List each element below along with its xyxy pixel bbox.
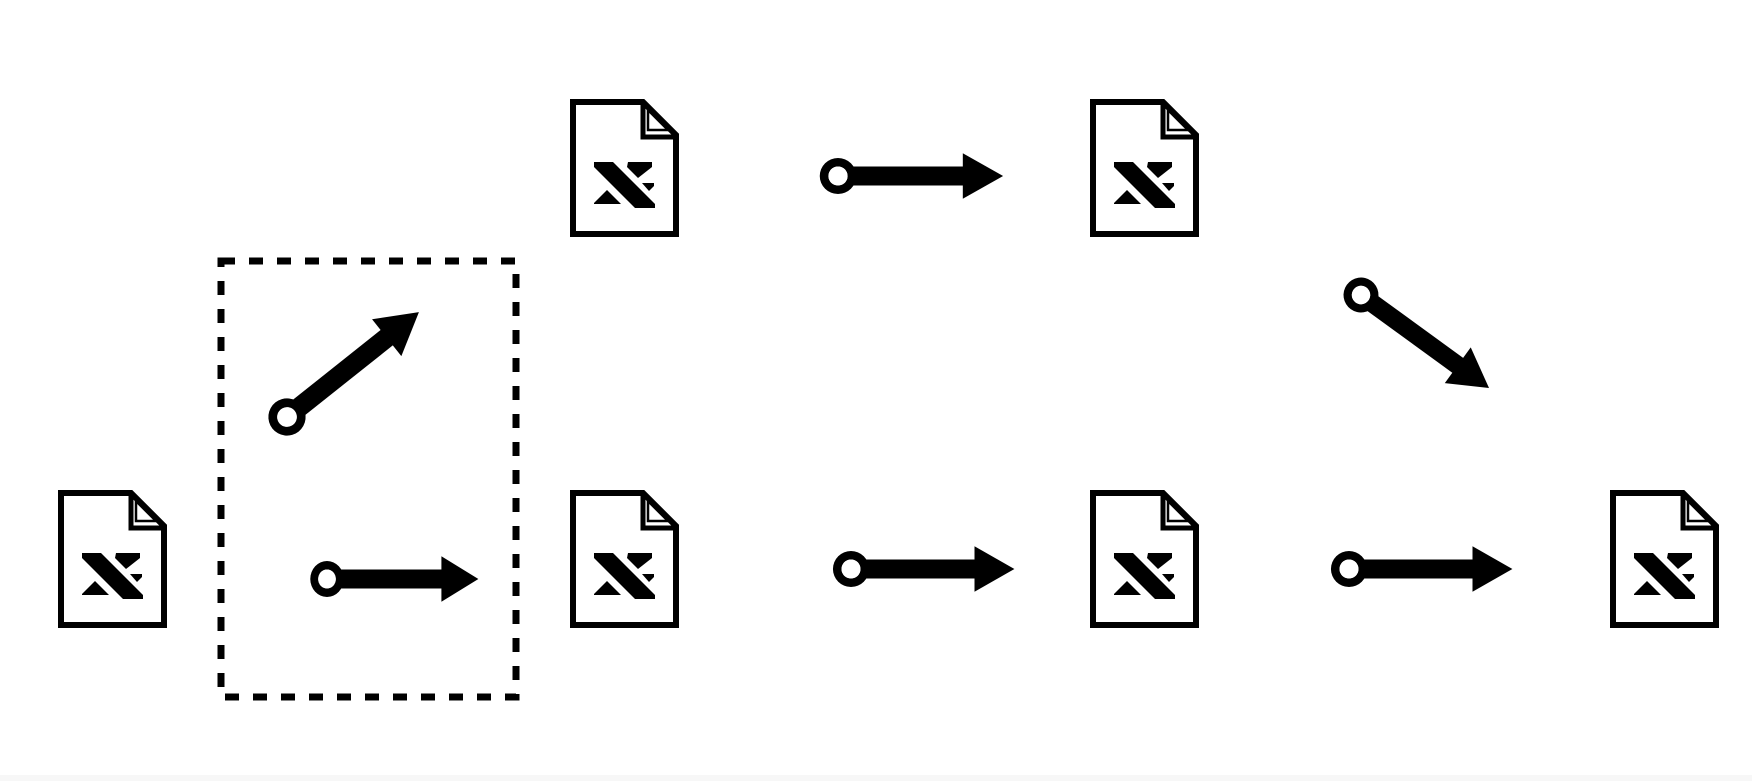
doc-bottom-middle[interactable] [573,493,676,625]
connector-to-top[interactable] [257,293,434,447]
connector-arrow-icon [1330,546,1513,592]
doc-final[interactable] [1613,493,1716,625]
document-icon [573,493,676,625]
connector-to-bottom[interactable] [310,556,479,602]
doc-source[interactable] [61,493,164,625]
connector-arrow-icon [310,556,479,602]
bottom-border [0,775,1752,781]
connector-arrow-icon [832,546,1015,592]
fanout-group [217,257,520,701]
connector-to-final[interactable] [1330,546,1513,592]
connector-arrow-icon [1333,266,1502,406]
document-icon [573,102,676,234]
document-icon [1093,493,1196,625]
document-icon [61,493,164,625]
connector-arrow-icon [819,153,1004,199]
connector-arrow-icon [257,293,434,447]
doc-bottom-right[interactable] [1093,493,1196,625]
document-icon [1613,493,1716,625]
document-icon [1093,102,1196,234]
doc-top-middle[interactable] [573,102,676,234]
connector-merge[interactable] [1333,266,1502,406]
connector-bottom-row[interactable] [832,546,1015,592]
doc-top-right[interactable] [1093,102,1196,234]
connector-top-row[interactable] [819,153,1004,199]
